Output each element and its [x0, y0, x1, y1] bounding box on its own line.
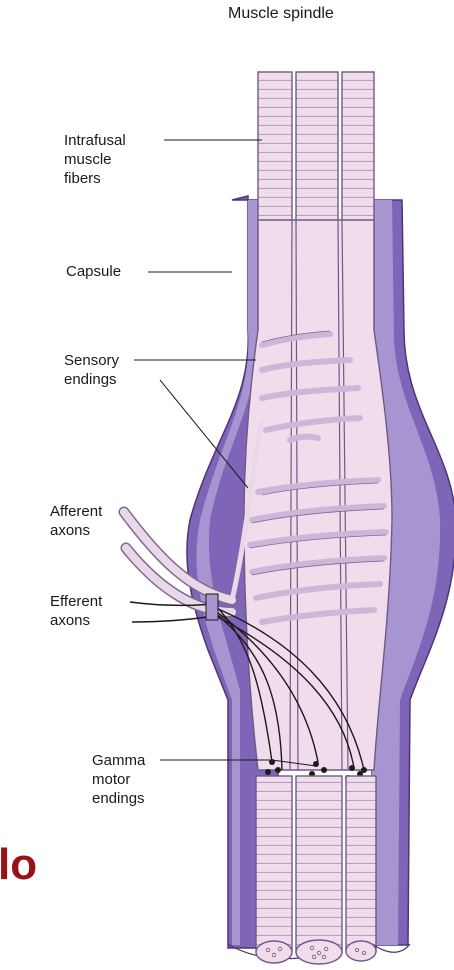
lower-fibers — [256, 776, 376, 952]
label-capsule: Capsule — [66, 262, 121, 281]
label-intrafusal-muscle-fibers: Intrafusal muscle fibers — [64, 131, 126, 188]
fiber-body — [244, 220, 392, 770]
label-efferent-axons: Efferent axons — [50, 592, 102, 630]
slide-title-fragment: lo — [0, 840, 37, 890]
fiber-end-caps — [256, 940, 376, 964]
label-gamma-motor-endings: Gamma motor endings — [92, 751, 145, 808]
label-afferent-axons: Afferent axons — [50, 502, 102, 540]
figure-title: Muscle spindle — [228, 5, 334, 23]
label-sensory-endings: Sensory endings — [64, 351, 119, 389]
